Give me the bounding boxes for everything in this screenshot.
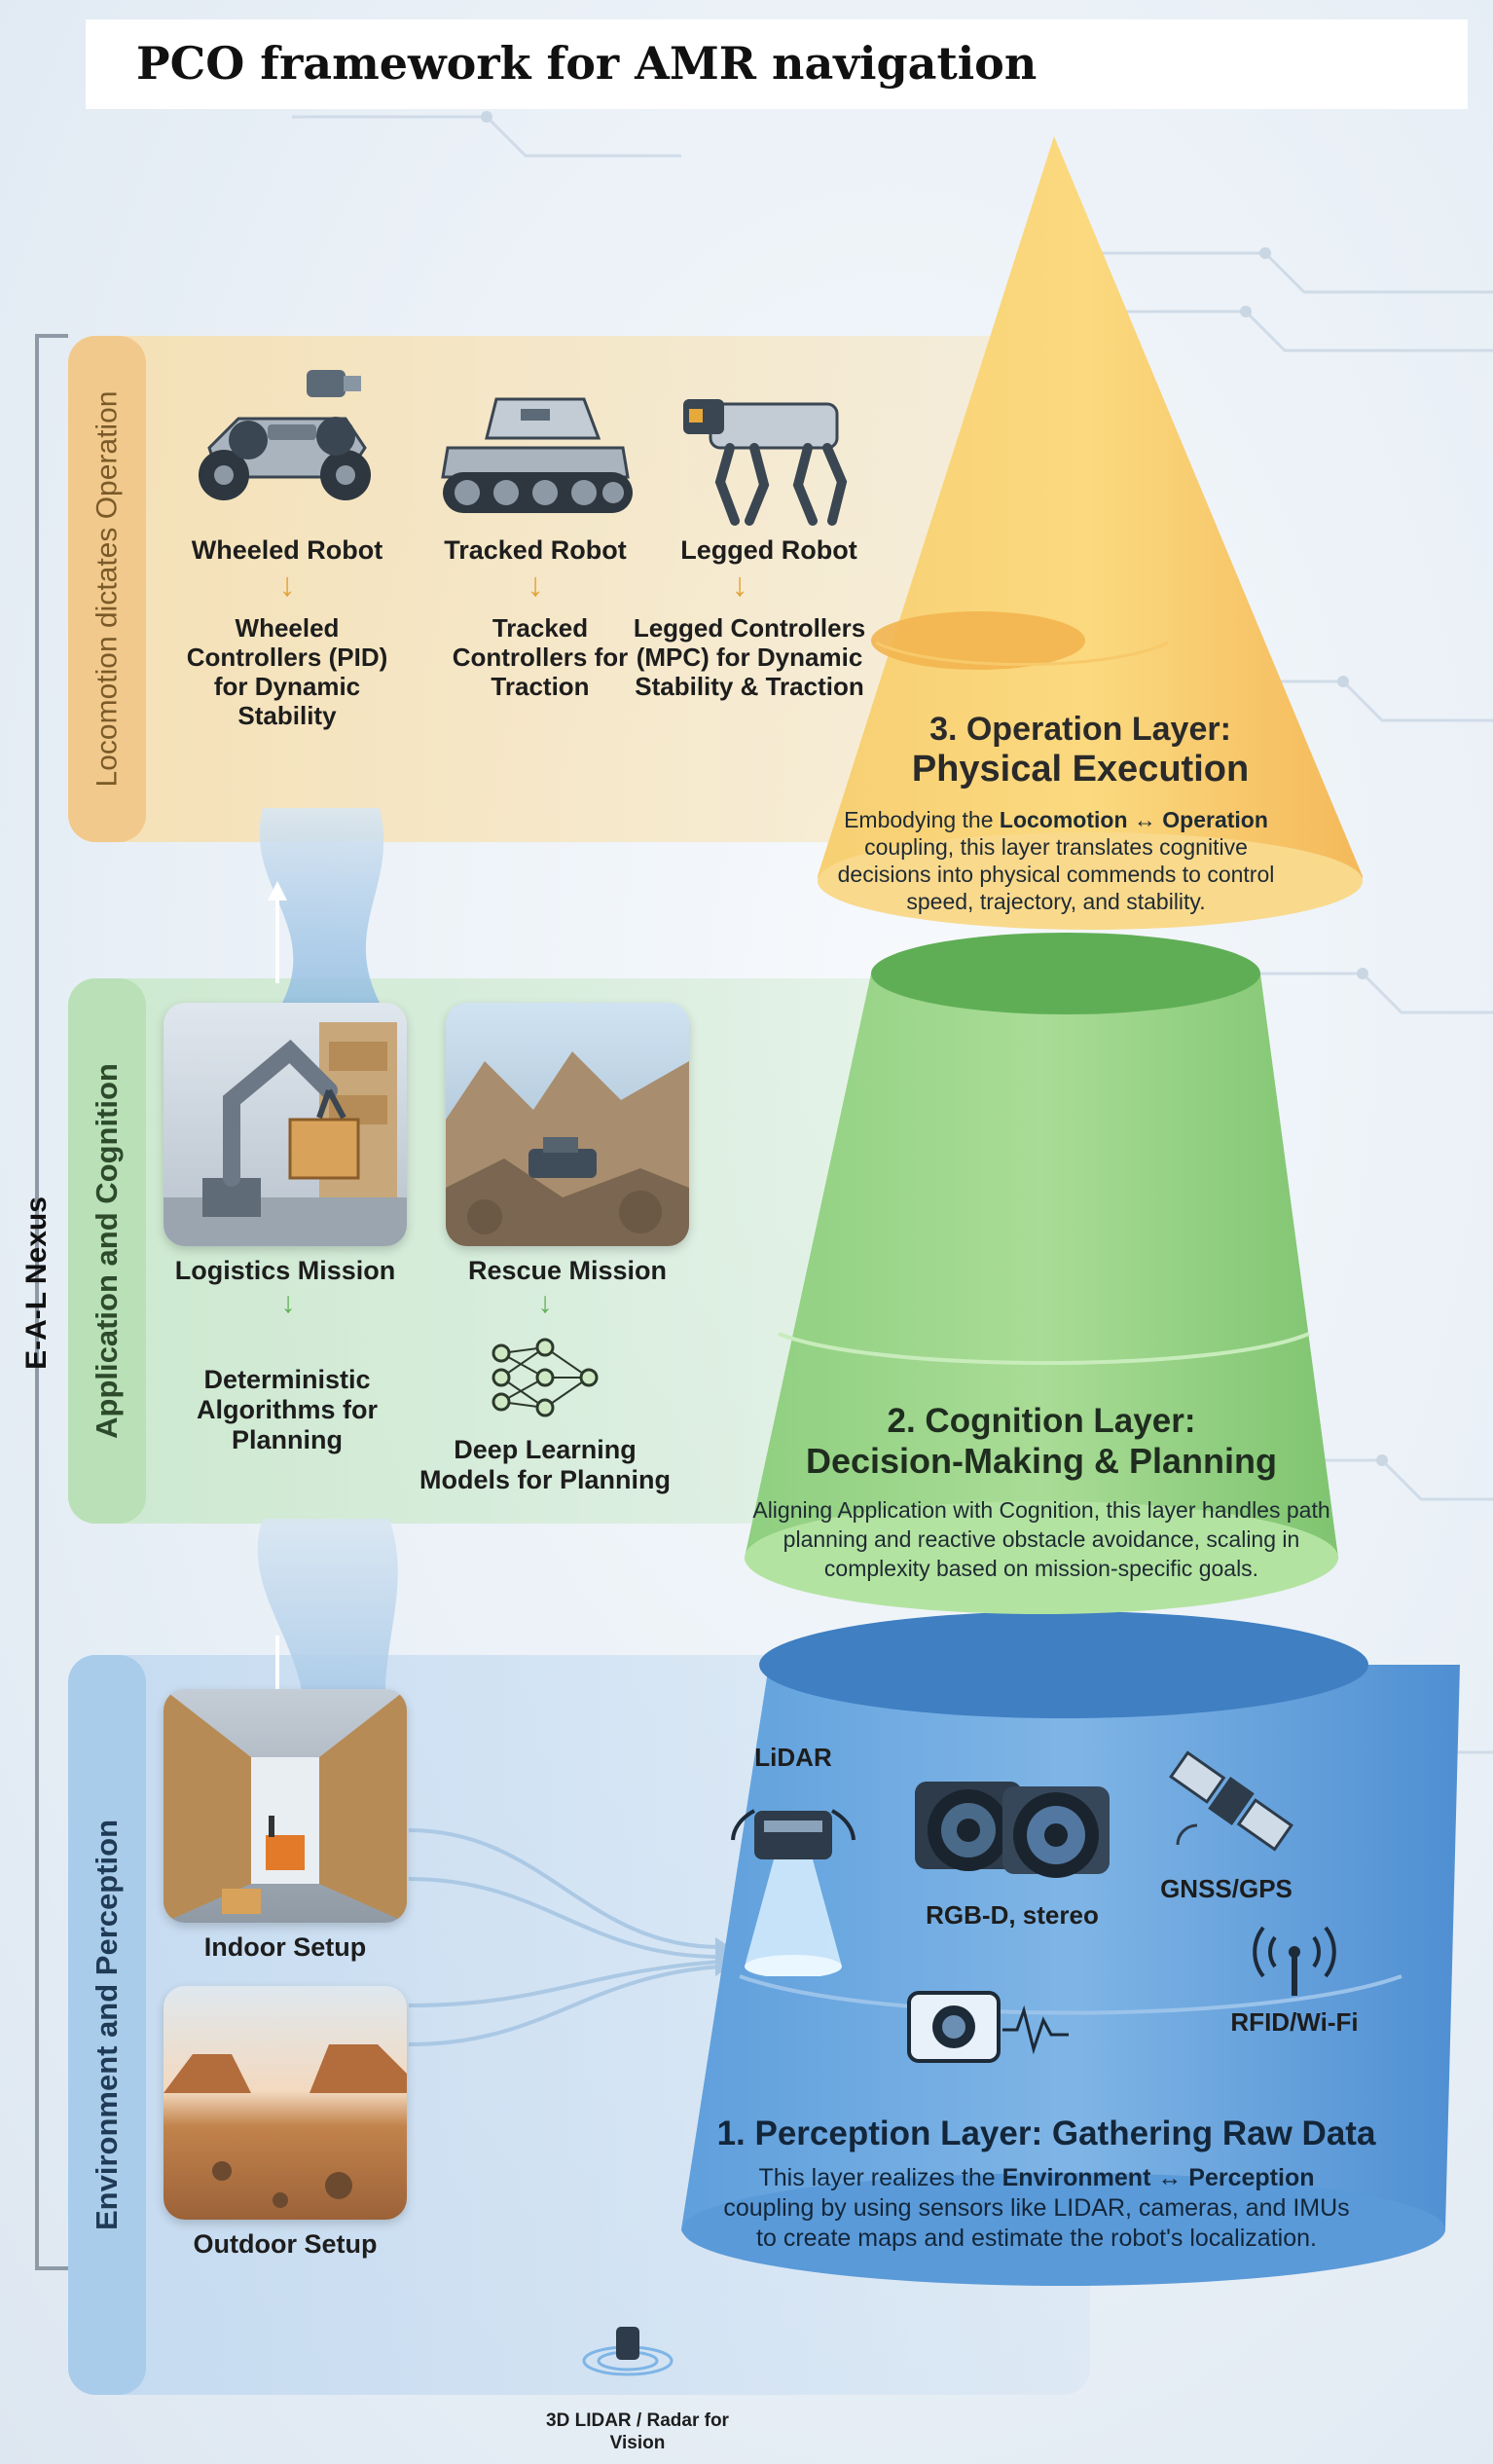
lidar-icon [731, 1809, 856, 1976]
rescue-method-label: Deep Learning Models for Planning [419, 1435, 671, 1494]
legged-arrow-icon: ↓ [731, 567, 748, 604]
3d-lidar-label: 3D LIDAR / Radar for Vision [546, 2410, 729, 2453]
rgbd-stereo-camera-icon [915, 1782, 1110, 1878]
rescue-mission-label: Rescue Mission [467, 1256, 668, 1285]
wheeled-arrow-icon: ↓ [278, 567, 296, 604]
imu-camera-icon [907, 1991, 1069, 2063]
wheeled-robot-label: Wheeled Robot [191, 535, 383, 565]
tracked-arrow-icon: ↓ [527, 567, 544, 604]
outdoor-setup-label: Outdoor Setup [193, 2229, 378, 2259]
nexus-bracket [35, 334, 68, 2270]
wireless-antenna-icon [1253, 1926, 1336, 1996]
3d-lidar-icon [582, 2327, 674, 2376]
cognition-band-tab [68, 978, 146, 1524]
cognition-cone [745, 974, 1338, 1595]
logistics-mission-image [164, 1003, 407, 1246]
operation-layer-title: 3. Operation Layer: Physical Execution [911, 711, 1250, 790]
logistics-method-label: Deterministic Algorithms for Planning [197, 1365, 378, 1454]
legged-robot-label: Legged Robot [680, 535, 857, 565]
operation-cone [818, 136, 1363, 920]
outdoor-setup-image [164, 1986, 407, 2220]
operation-band-tab [68, 336, 146, 842]
cognition-layer-description: Aligning Application with Cognition, thi… [752, 1497, 1330, 1581]
operation-layer-description: Embodying the Locomotion ↔ Operation cou… [837, 807, 1275, 914]
legged-controller-label: Legged Controllers (MPC) for Dynamic Sta… [633, 613, 866, 701]
gnss-gps-label: GNSS/GPS [1160, 1874, 1293, 1903]
perception-band-tab [68, 1655, 146, 2395]
rfid-wifi-label: RFID/Wi-Fi [1230, 2007, 1359, 2037]
satellite-icon [1169, 1750, 1293, 1852]
wheeled-robot-icon [199, 370, 371, 500]
logistics-mission-label: Logistics Mission [174, 1256, 396, 1285]
neural-network-icon [492, 1338, 599, 1417]
indoor-setup-image [164, 1689, 407, 1923]
tracked-robot-icon [441, 397, 633, 513]
cognition-layer-title: 2. Cognition Layer: Decision-Making & Pl… [805, 1402, 1278, 1481]
perception-layer-title: 1. Perception Layer: Gathering Raw Data [716, 2115, 1376, 2152]
rescue-arrow-icon: ↓ [537, 1287, 553, 1319]
rescue-mission-image [446, 1003, 689, 1246]
lidar-label: LiDAR [754, 1743, 832, 1772]
indoor-setup-label: Indoor Setup [203, 1932, 367, 1962]
logistics-arrow-icon: ↓ [280, 1287, 296, 1319]
legged-robot-icon [683, 399, 848, 526]
title-bar [86, 19, 1468, 109]
tracked-controller-label: Tracked Controllers for Traction [452, 613, 629, 701]
diagram-title: PCO framework for AMR navigation [136, 37, 1038, 90]
perception-layer-description: This layer realizes the Environment ↔ Pe… [723, 2164, 1350, 2252]
rgbd-stereo-label: RGB-D, stereo [926, 1900, 1099, 1930]
wheeled-controller-label: Wheeled Controllers (PID) for Dynamic St… [186, 613, 388, 730]
tracked-robot-label: Tracked Robot [444, 535, 627, 565]
